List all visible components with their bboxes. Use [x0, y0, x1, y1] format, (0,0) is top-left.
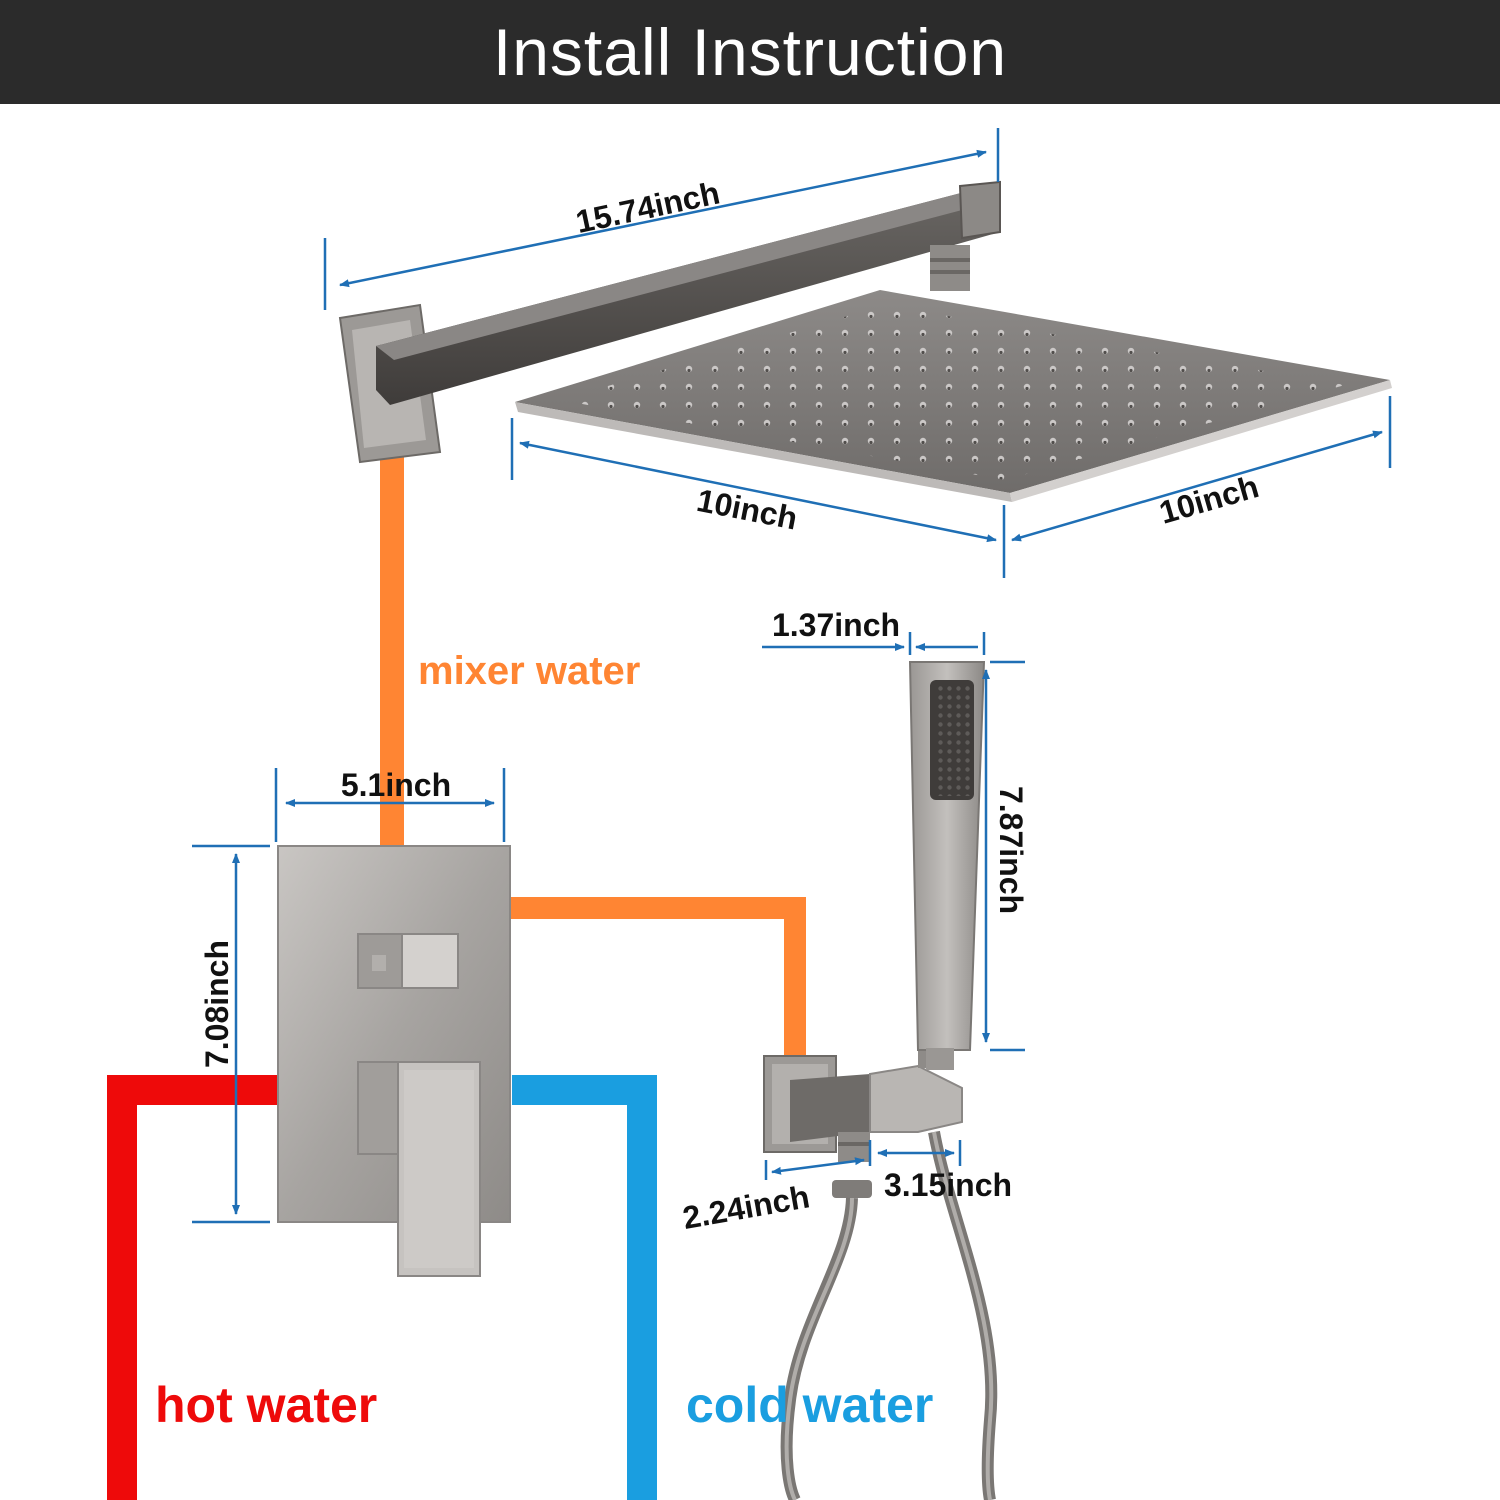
holder-depth-label: 3.15inch	[884, 1167, 1012, 1203]
hot-water-pipe	[107, 1075, 278, 1500]
handheld-shower	[908, 661, 986, 1070]
head-width-label: 10inch	[694, 482, 800, 537]
holder-width-label: 2.24inch	[680, 1178, 812, 1236]
title-bar: Install Instruction	[0, 0, 1500, 104]
page-title: Install Instruction	[492, 15, 1008, 89]
mixer-water-label: mixer water	[418, 649, 640, 693]
arm-length-label: 15.74inch	[573, 174, 723, 240]
shower-hose	[780, 1130, 998, 1500]
diverter-valve	[277, 845, 511, 1277]
cold-water-pipe	[512, 1075, 657, 1500]
handheld-length-label: 7.87inch	[993, 786, 1029, 914]
cold-water-label: cold water	[686, 1377, 933, 1433]
mixer-water-pipe	[380, 455, 806, 1058]
valve-height-label: 7.08inch	[199, 940, 235, 1068]
head-depth-label: 10inch	[1155, 468, 1262, 531]
handheld-width-label: 1.37inch	[772, 607, 900, 643]
dimension-lines	[192, 128, 1392, 1224]
hot-water-label: hot water	[155, 1377, 377, 1433]
valve-width-label: 5.1inch	[341, 767, 451, 803]
handheld-holder	[763, 1050, 963, 1198]
